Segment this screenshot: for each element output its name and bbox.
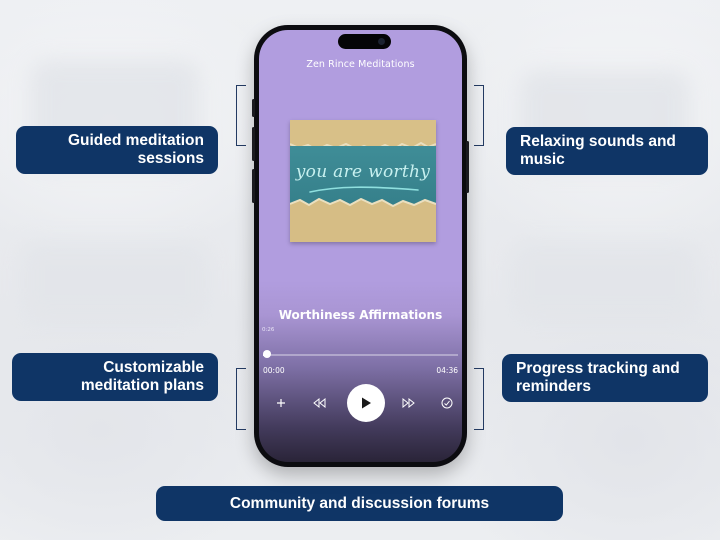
feature-customizable-plans: Customizable meditation plans [12,353,218,401]
feature-line: Customizable [103,359,204,376]
elapsed-small: 0:26 [262,327,275,333]
next-button[interactable] [399,394,419,412]
time-elapsed: 00:00 [263,366,285,375]
album-cover: you are worthy [290,120,436,242]
phone-volume-down [252,169,255,203]
time-total: 04:36 [436,366,458,375]
phone-screen: Zen Rince Meditations you are worthy Wor… [259,30,462,462]
cover-text: you are worthy [295,162,431,182]
background-shape [510,240,700,320]
rewind-icon [313,398,326,408]
phone-side-button [252,99,255,117]
fast-forward-icon [402,398,415,408]
progress-knob[interactable] [262,350,271,358]
feature-guided-meditation: Guided meditation sessions [16,126,218,174]
feature-line: Community and discussion forums [229,494,490,512]
torn-paper-bottom [290,198,436,242]
bracket-sounds [474,85,484,146]
progress-bar[interactable] [263,354,458,356]
add-button[interactable] [272,394,290,412]
app-title: Zen Rince Meditations [306,59,415,70]
camera-icon [378,38,385,45]
feature-community-forums: Community and discussion forums [156,486,563,521]
bracket-progress [474,368,484,430]
feature-line: sessions [137,150,204,167]
swoosh-icon [309,186,419,193]
check-circle-icon [441,397,453,409]
feature-line: meditation plans [80,377,204,394]
phone-mockup: Zen Rince Meditations you are worthy Wor… [252,25,469,467]
play-button[interactable] [347,384,385,422]
feature-line: Guided meditation [67,132,204,149]
teal-background [290,146,436,208]
feature-line: Relaxing sounds and [520,133,676,150]
background-shape [20,240,210,320]
feature-line: Progress tracking and [516,360,680,377]
bracket-guided [236,85,246,146]
track-title: Worthiness Affirmations [278,308,443,322]
dynamic-island [338,34,391,49]
done-button[interactable] [437,393,457,413]
plus-icon [277,399,285,407]
previous-button[interactable] [309,394,329,412]
feature-relaxing-sounds: Relaxing sounds and music [506,127,708,175]
bracket-plans [236,368,246,430]
feature-line: reminders [516,378,591,395]
phone-volume-up [252,127,255,161]
feature-line: music [520,151,565,168]
play-icon [362,397,371,409]
phone-power-button [466,141,469,193]
feature-progress-tracking: Progress tracking and reminders [502,354,708,402]
